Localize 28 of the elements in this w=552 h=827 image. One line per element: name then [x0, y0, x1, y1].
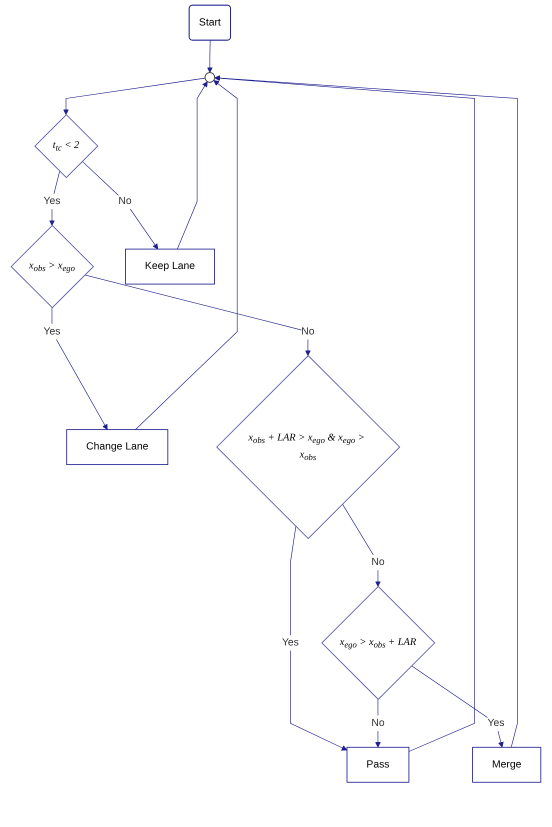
- arrow: [135, 80, 238, 430]
- node-box: Keep Lane: [125, 248, 215, 284]
- edge-label: No: [371, 717, 385, 728]
- arrow: [342, 504, 381, 587]
- node-diamond: x$_{obs}$ > x$_{ego}$: [10, 224, 94, 308]
- edge-label: Yes: [44, 196, 60, 207]
- edge-label: Yes: [44, 326, 60, 337]
- arrow: [176, 81, 208, 250]
- node-box: Merge: [472, 746, 542, 783]
- arrow: [49, 170, 60, 226]
- node-diamond: x$_{ego}$ > x$_{obs}$ + LAR: [321, 586, 436, 700]
- node-diamond: t$_{tc}$ < 2: [34, 114, 98, 178]
- edge-label: Yes: [488, 717, 504, 728]
- arrow: [63, 78, 206, 115]
- arrow: [82, 161, 158, 250]
- arrow: [52, 307, 108, 430]
- node-circle: [204, 72, 216, 83]
- edge-label: Yes: [282, 637, 299, 648]
- node-box: Change Lane: [66, 429, 168, 466]
- node-diamond: x$_{obs}$ + LAR > x$_{ego}$ & x$_{ego}$ > x$_{obs}$: [216, 355, 400, 540]
- edge-label: No: [301, 326, 315, 337]
- arrow: [290, 526, 348, 750]
- arrow: [411, 665, 504, 748]
- node-box: Pass: [346, 746, 410, 783]
- arrow: [84, 274, 311, 356]
- arrow: [207, 40, 213, 73]
- edge-label: No: [371, 556, 385, 568]
- edge-label: No: [118, 196, 132, 207]
